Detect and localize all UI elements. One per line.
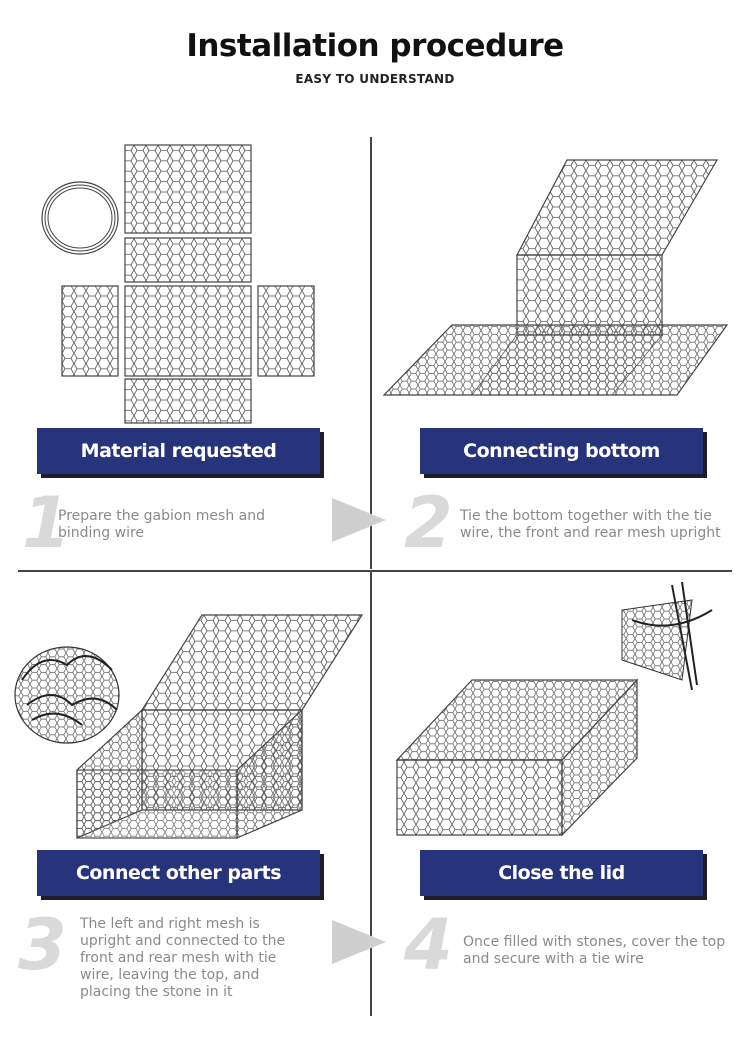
step-1-number: 1: [22, 482, 71, 564]
horizontal-divider: [18, 570, 732, 572]
connecting-bottom-illustration: [382, 159, 729, 396]
step-4-number: 4: [404, 904, 453, 986]
page-subtitle: EASY TO UNDERSTAND: [295, 72, 455, 86]
page-title: Installation procedure: [186, 28, 564, 64]
vertical-divider-bottom: [370, 571, 372, 1016]
tie-wire-detail: [621, 581, 713, 691]
connect-parts-illustration: [14, 614, 364, 839]
step-4-banner: Close the lid: [420, 850, 703, 896]
step-2-description: Tie the bottom together with the tie wir…: [460, 508, 721, 541]
step-4-description: Once filled with stones, cover the top a…: [463, 934, 726, 967]
step-3-label: Connect other parts: [75, 862, 282, 884]
step-1-description: Prepare the gabion mesh and binding wire: [58, 508, 265, 541]
step-3-banner: Connect other parts: [37, 850, 320, 896]
step-4-label: Close the lid: [498, 862, 625, 884]
step-2-label: Connecting bottom: [463, 440, 660, 462]
step-2-banner: Connecting bottom: [420, 428, 703, 474]
stone-mesh-detail: [14, 646, 120, 744]
step-1-banner: Material requested: [37, 428, 320, 474]
material-illustration: [41, 144, 315, 424]
step-1-label: Material requested: [80, 440, 277, 462]
step-3-description: The left and right mesh is upright and c…: [80, 916, 286, 1000]
arrow-right-icon: [332, 920, 386, 964]
vertical-divider-top: [370, 137, 372, 569]
arrow-right-icon: [332, 498, 386, 542]
wire-coil-icon: [41, 181, 119, 255]
step-3-number: 3: [18, 904, 67, 986]
step-2-number: 2: [404, 482, 453, 564]
close-lid-illustration: [395, 581, 713, 837]
